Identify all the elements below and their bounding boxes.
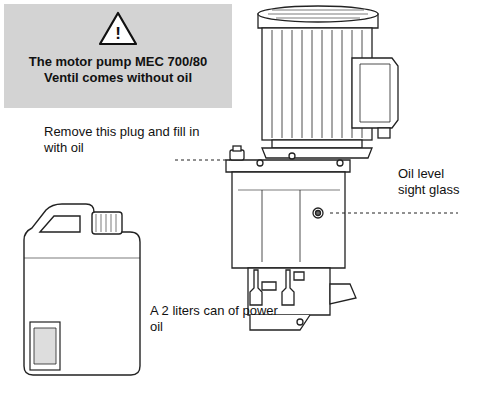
tank-part	[289, 153, 295, 159]
warning-mark: !	[4, 24, 232, 44]
tank-part	[313, 208, 323, 218]
oil-can-part	[30, 322, 60, 370]
motor-part	[378, 128, 390, 138]
tank-part	[238, 190, 340, 191]
motor	[258, 6, 398, 158]
valve-block-part	[330, 284, 356, 304]
valve-block-part	[262, 282, 276, 290]
motor-part	[262, 148, 372, 158]
valve-block-part	[294, 272, 304, 280]
callout-label: Remove this plug and fill in with oil	[44, 124, 214, 155]
callout-label: A 2 liters can of power oil	[150, 303, 280, 334]
tank	[226, 146, 350, 268]
oil-can-part	[34, 328, 56, 364]
leader-line-part	[330, 213, 458, 214]
tank-part	[232, 172, 345, 268]
motor-part	[258, 6, 378, 22]
oil-can-part	[96, 214, 116, 232]
motor-part	[268, 10, 368, 18]
oil-can-part	[40, 216, 80, 232]
motor-part	[272, 30, 362, 138]
oil-can-part	[24, 204, 140, 375]
motor-part	[360, 64, 390, 122]
motor-part	[272, 140, 362, 148]
valve-block	[248, 268, 356, 330]
warning-box: ! The motor pump MEC 700/80 Ventil comes …	[4, 4, 232, 108]
tank-part	[257, 160, 263, 166]
valve-block-part	[250, 270, 262, 305]
valve-block-part	[297, 319, 303, 325]
oil-can	[24, 204, 140, 375]
tank-part	[316, 211, 321, 216]
valve-block-part	[282, 270, 294, 305]
motor-part	[352, 58, 398, 128]
leader-line-part	[175, 160, 230, 161]
tank-part	[262, 190, 300, 262]
warning-text: The motor pump MEC 700/80 Ventil comes w…	[18, 54, 218, 85]
tank-part	[226, 160, 350, 172]
tank-part	[233, 146, 241, 151]
callout-label: Oil level sight glass	[398, 166, 468, 197]
tank-part	[337, 160, 343, 166]
oil-can-part	[24, 258, 140, 259]
oil-can-part	[92, 212, 122, 234]
